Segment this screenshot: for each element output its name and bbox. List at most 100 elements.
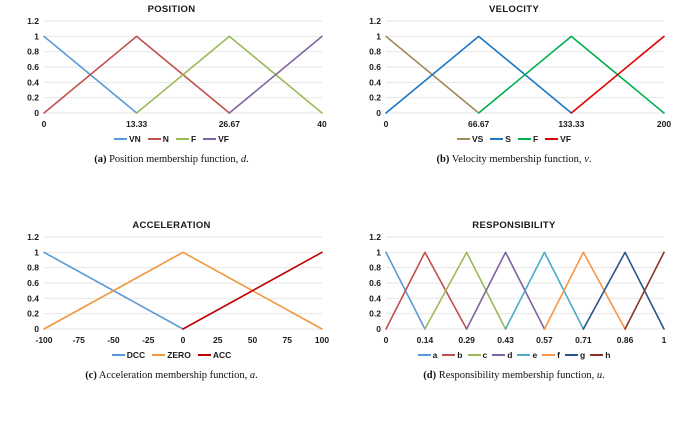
legend-item-e[interactable]: e: [517, 350, 537, 360]
series-line-e: [504, 251, 585, 330]
legend-swatch-icon: [517, 353, 531, 357]
y-axis-tick-label: 0.6: [369, 278, 381, 288]
legend-item-F[interactable]: F: [517, 134, 538, 144]
legend-swatch-icon: [111, 353, 125, 357]
y-axis-tick-label: 0.2: [369, 309, 381, 319]
y-axis-tick-label: 0.8: [369, 263, 381, 273]
legend-swatch-icon: [492, 353, 506, 357]
series-line-b: [385, 251, 468, 330]
legend-swatch-icon: [147, 137, 161, 141]
legend-swatch-icon: [417, 353, 431, 357]
legend-item-d[interactable]: d: [492, 350, 512, 360]
y-axis-tick-label: 0.2: [369, 93, 381, 103]
x-axis-tick-label: 0: [384, 119, 389, 129]
legend-item-VN[interactable]: VN: [113, 134, 141, 144]
series-line-S: [385, 35, 573, 114]
x-axis-tick-label: 0: [180, 335, 185, 345]
x-axis-tick-label: 0.14: [417, 335, 434, 345]
caption-variable: d: [240, 154, 247, 165]
y-axis-tick-label: 0: [376, 324, 381, 334]
legend-item-VF[interactable]: VF: [203, 134, 229, 144]
caption-text: Acceleration membership function,: [98, 370, 248, 381]
legend-item-S[interactable]: S: [490, 134, 511, 144]
x-axis-tick-label: 50: [247, 335, 257, 345]
caption-text: Position membership function,: [109, 154, 239, 165]
legend-item-f[interactable]: f: [542, 350, 560, 360]
y-axis-tick-label: 0.8: [369, 47, 381, 57]
legend-item-DCC[interactable]: DCC: [111, 350, 146, 360]
x-axis-tick-label: 13.33: [126, 119, 148, 129]
chart-title-velocity: VELOCITY: [489, 4, 539, 15]
x-axis-tick-label: 0: [41, 119, 46, 129]
legend-label: F: [190, 134, 197, 144]
legend-label: VF: [560, 134, 572, 144]
legend-item-VF[interactable]: VF: [545, 134, 571, 144]
series-line-ZERO: [42, 251, 323, 330]
caption-variable: u: [596, 370, 603, 381]
legend-item-N[interactable]: N: [147, 134, 169, 144]
legend-item-b[interactable]: b: [442, 350, 463, 360]
legend-item-F[interactable]: F: [175, 134, 197, 144]
y-axis-tick-label: 0: [376, 108, 381, 118]
legend-swatch-icon: [590, 353, 604, 357]
x-axis-tick-label: 0.57: [536, 335, 553, 345]
series-line-f: [543, 251, 626, 330]
legend-swatch-icon: [542, 353, 556, 357]
legend-item-a[interactable]: a: [417, 350, 437, 360]
y-axis-tick-label: 0: [34, 324, 39, 334]
legend-swatch-icon: [456, 137, 470, 141]
legend-item-ACC[interactable]: ACC: [197, 350, 231, 360]
y-axis-tick-label: 1.2: [369, 16, 381, 26]
y-axis-tick-label: 0.4: [27, 293, 39, 303]
series-line-F: [477, 35, 665, 114]
legend-item-c[interactable]: c: [467, 350, 487, 360]
series-line-N: [42, 35, 230, 114]
caption-tag: (a): [94, 154, 107, 165]
legend-swatch-icon: [113, 137, 127, 141]
legend-swatch-icon: [175, 137, 189, 141]
legend-label: VF: [218, 134, 230, 144]
legend-label: DCC: [126, 350, 146, 360]
caption-text: Responsibility membership function,: [438, 370, 595, 381]
legend-label: S: [505, 134, 511, 144]
x-axis-tick-label: 40: [317, 119, 327, 129]
x-axis-tick-label: -75: [72, 335, 85, 345]
x-axis-tick-label: 25: [213, 335, 223, 345]
legend-label: f: [557, 350, 561, 360]
legend-item-VS[interactable]: VS: [456, 134, 483, 144]
legend-swatch-icon: [545, 137, 559, 141]
x-axis-tick-label: -25: [142, 335, 155, 345]
caption-acceleration: (c) Acceleration membership function, a.: [85, 369, 258, 383]
legend-item-ZERO[interactable]: ZERO: [152, 350, 191, 360]
caption-tag: (b): [436, 154, 450, 165]
y-axis-tick-label: 0.4: [27, 77, 39, 87]
y-axis-tick-label: 0.6: [27, 62, 39, 72]
x-axis-tick-label: 133.33: [558, 119, 584, 129]
legend-label: e: [532, 350, 538, 360]
legend-label: d: [507, 350, 513, 360]
legend-label: g: [580, 350, 586, 360]
y-axis-tick-label: 0.2: [27, 309, 39, 319]
x-axis-tick-label: 0.71: [575, 335, 592, 345]
chart-title-position: POSITION: [147, 4, 196, 15]
y-axis-tick-label: 0.2: [27, 93, 39, 103]
legend-item-g[interactable]: g: [565, 350, 585, 360]
y-axis-tick-label: 1: [376, 247, 381, 257]
legend-item-h[interactable]: h: [590, 350, 610, 360]
y-axis-tick-label: 1: [34, 31, 39, 41]
x-axis-tick-label: -50: [107, 335, 120, 345]
x-axis-tick-label: 100: [314, 335, 328, 345]
legend-label: ZERO: [167, 350, 191, 360]
legend-label: h: [605, 350, 611, 360]
x-axis-tick-label: 0: [384, 335, 389, 345]
caption-velocity: (b) Velocity membership function, v.: [437, 153, 592, 167]
x-axis-tick-label: 0.43: [497, 335, 514, 345]
